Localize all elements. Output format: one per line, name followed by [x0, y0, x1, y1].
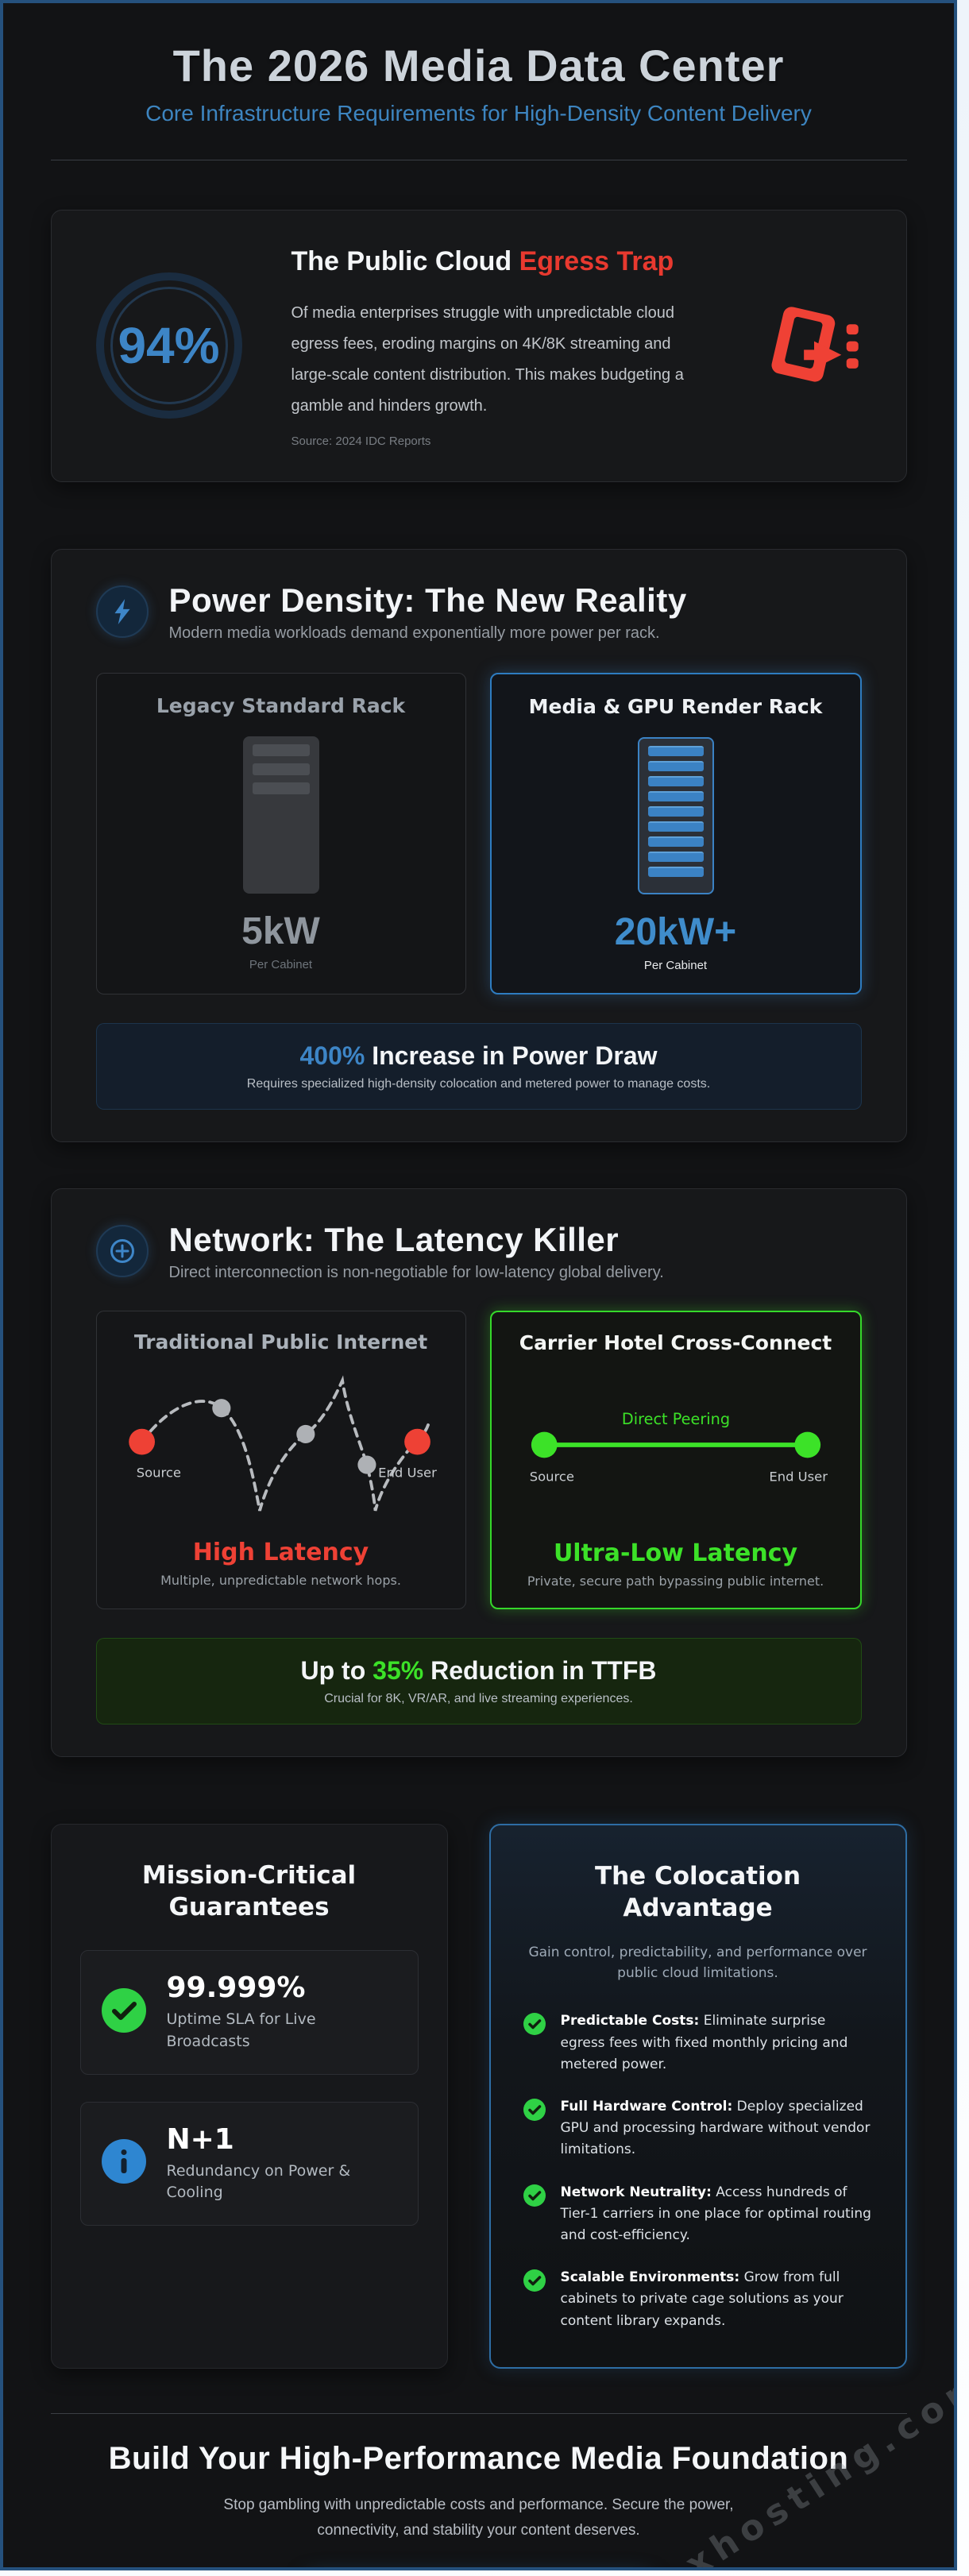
- network-section-subtitle: Direct interconnection is non-negotiable…: [168, 1263, 664, 1281]
- list-item-bold: Predictable Costs:: [560, 2013, 700, 2030]
- traditional-status: High Latency: [192, 1538, 369, 1566]
- legacy-rack-graphic: [242, 736, 319, 894]
- uptime-label: Uptime SLA for Live Broadcasts: [166, 2010, 316, 2051]
- list-item-body: Grow from full cabinets to private cage …: [560, 2269, 844, 2329]
- divider: [50, 2412, 907, 2414]
- list-item: Full Hardware Control: Deploy specialize…: [523, 2096, 874, 2161]
- traditional-internet-panel: Traditional Public Internet Source End U…: [95, 1310, 466, 1609]
- info-circle-icon: [100, 2138, 148, 2189]
- egress-stat-ring: 94%: [95, 272, 242, 419]
- egress-card-body: Of media enterprises struggle with unpre…: [291, 303, 684, 415]
- page-subtitle: Core Infrastructure Requirements for Hig…: [145, 101, 812, 126]
- list-item-body: Access hundreds of Tier-1 carriers in on…: [560, 2184, 871, 2243]
- guarantees-title: Mission-Critical Guarantees: [141, 1860, 357, 1922]
- colocation-list: Predictable Costs: Eliminate surprise eg…: [523, 2010, 874, 2331]
- check-circle-icon: [523, 2269, 546, 2296]
- cross-connect-caption: Private, secure path bypassing public in…: [527, 1573, 824, 1589]
- legacy-rack-tile: Legacy Standard Rack 5kW Per Cabinet: [95, 672, 466, 994]
- gpu-rack-caption: Per Cabinet: [643, 958, 708, 972]
- colocation-card: The Colocation Advantage Gain control, p…: [488, 1823, 907, 2369]
- cta-title: Build Your High-Performance Media Founda…: [108, 2440, 849, 2476]
- ttfb-banner-prefix: Up to: [300, 1655, 373, 1685]
- traditional-panel-title: Traditional Public Internet: [133, 1330, 428, 1354]
- redundancy-label: Redundancy on Power & Cooling: [166, 2161, 351, 2202]
- power-banner-line: 400% Increase in Power Draw: [113, 1041, 845, 1071]
- ttfb-banner-caption: Crucial for 8K, VR/AR, and live streamin…: [324, 1691, 633, 1705]
- list-item-text: Full Hardware Control: Deploy specialize…: [561, 2096, 874, 2161]
- cross-connect-status: Ultra-Low Latency: [553, 1539, 798, 1567]
- ttfb-banner: Up to 35% Reduction in TTFB Crucial for …: [95, 1637, 862, 1724]
- redundancy-stat-box: N+1 Redundancy on Power & Cooling: [79, 2101, 419, 2226]
- page-title: The 2026 Media Data Center: [172, 41, 785, 91]
- network-section: Network: The Latency Killer Direct inter…: [50, 1188, 907, 1757]
- ttfb-banner-line: Up to 35% Reduction in TTFB: [113, 1656, 845, 1686]
- egress-title-red: Egress Trap: [519, 246, 674, 276]
- ttfb-banner-highlight: 35%: [373, 1655, 424, 1685]
- power-banner-highlight: 400%: [299, 1041, 365, 1070]
- direct-peering-label: Direct Peering: [621, 1410, 729, 1428]
- power-banner-caption: Requires specialized high-density coloca…: [246, 1076, 711, 1091]
- cross-connect-panel: Carrier Hotel Cross-Connect Direct Peeri…: [489, 1310, 862, 1609]
- traditional-caption: Multiple, unpredictable network hops.: [160, 1572, 401, 1588]
- egress-trap-card: 94% The Public Cloud Egress Trap Of medi…: [50, 210, 907, 482]
- list-item: Scalable Environments: Grow from full ca…: [523, 2267, 874, 2332]
- egress-source-note: Source: 2024 IDC Reports: [291, 434, 431, 448]
- list-item-bold: Full Hardware Control:: [560, 2099, 733, 2115]
- legacy-rack-value: 5kW: [241, 910, 320, 952]
- uptime-value: 99.999%: [166, 1972, 306, 2005]
- egress-arrow-icon: [766, 299, 862, 392]
- gpu-rack-title: Media & GPU Render Rack: [528, 694, 823, 718]
- power-banner-rest: Increase in Power Draw: [365, 1041, 658, 1070]
- cta-subtitle: Stop gambling with unpredictable costs a…: [223, 2496, 734, 2539]
- power-bolt-icon: [95, 585, 149, 639]
- cross-connect-end-label: End User: [769, 1469, 828, 1484]
- direct-peering-diagram: Direct Peering Source End User: [529, 1410, 828, 1484]
- colocation-subtitle: Gain control, predictability, and perfor…: [528, 1945, 867, 1981]
- list-item-text: Scalable Environments: Grow from full ca…: [561, 2267, 874, 2332]
- check-circle-icon: [523, 2012, 546, 2040]
- list-item-bold: Network Neutrality:: [560, 2184, 712, 2200]
- list-item: Predictable Costs: Eliminate surprise eg…: [523, 2010, 874, 2076]
- legacy-rack-caption: Per Cabinet: [249, 957, 313, 971]
- power-density-section: Power Density: The New Reality Modern me…: [50, 548, 907, 1142]
- gpu-rack-tile: Media & GPU Render Rack 20kW+ Per Cabine…: [489, 672, 862, 994]
- check-circle-icon: [523, 2184, 546, 2211]
- check-circle-icon: [523, 2098, 546, 2126]
- list-item-body: Deploy specialized GPU and processing ha…: [560, 2099, 871, 2158]
- egress-card-title: The Public Cloud Egress Trap: [291, 244, 705, 280]
- list-item: Network Neutrality: Access hundreds of T…: [523, 2182, 874, 2247]
- redundancy-value: N+1: [166, 2122, 234, 2156]
- traditional-end-label: End User: [378, 1465, 437, 1480]
- egress-title-white: The Public Cloud: [291, 246, 519, 276]
- cross-connect-source-label: Source: [529, 1469, 573, 1484]
- list-item-text: Network Neutrality: Access hundreds of T…: [561, 2182, 874, 2247]
- hops-diagram: Source End User: [128, 1375, 437, 1512]
- list-item-body: Eliminate surprise egress fees with fixe…: [560, 2013, 848, 2072]
- globe-plus-icon: [95, 1225, 149, 1278]
- power-section-title: Power Density: The New Reality: [168, 581, 687, 619]
- gpu-rack-value: 20kW+: [614, 910, 737, 953]
- colocation-title: The Colocation Advantage: [594, 1861, 801, 1923]
- power-increase-banner: 400% Increase in Power Draw Requires spe…: [95, 1022, 862, 1110]
- legacy-rack-title: Legacy Standard Rack: [156, 693, 406, 717]
- list-item-bold: Scalable Environments:: [560, 2269, 740, 2286]
- guarantees-card: Mission-Critical Guarantees 99.999% Upti…: [50, 1823, 448, 2369]
- check-circle-icon: [100, 1987, 148, 2038]
- egress-stat-value: 94%: [118, 317, 220, 375]
- list-item-text: Predictable Costs: Eliminate surprise eg…: [561, 2010, 874, 2076]
- network-section-title: Network: The Latency Killer: [168, 1220, 620, 1258]
- ttfb-banner-rest: Reduction in TTFB: [423, 1655, 657, 1685]
- gpu-rack-graphic: [637, 736, 714, 894]
- power-section-subtitle: Modern media workloads demand exponentia…: [168, 624, 660, 642]
- cross-connect-title: Carrier Hotel Cross-Connect: [519, 1330, 832, 1354]
- traditional-source-label: Source: [136, 1465, 180, 1480]
- uptime-stat-box: 99.999% Uptime SLA for Live Broadcasts: [79, 1950, 419, 2075]
